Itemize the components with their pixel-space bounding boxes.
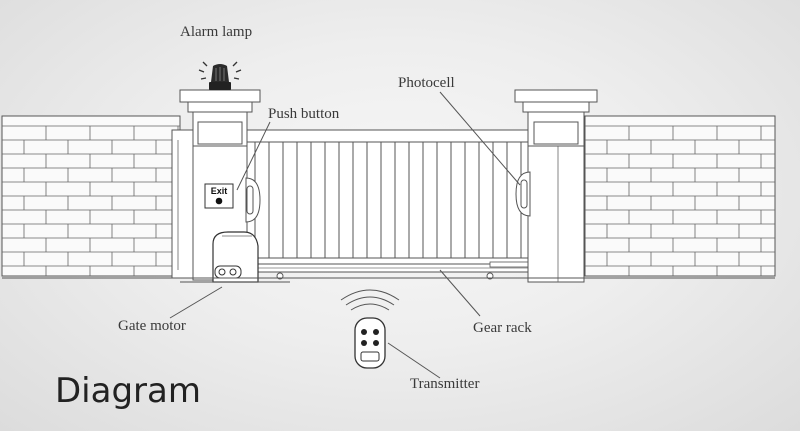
label-push-button: Push button (268, 106, 340, 122)
label-gear-rack: Gear rack (473, 320, 532, 336)
photocell-right (515, 171, 531, 217)
push-button-exit: Exit (204, 183, 234, 209)
left-brick-wall (1, 115, 181, 277)
photocell-left (245, 177, 261, 223)
exit-text: Exit (211, 186, 228, 196)
label-photocell: Photocell (398, 75, 455, 91)
sliding-gate (239, 129, 536, 265)
leader-lines (169, 91, 521, 379)
gear-rack (254, 261, 536, 280)
right-pillar (514, 89, 598, 283)
alarm-lamp (198, 61, 242, 90)
gate-motor (180, 231, 290, 283)
label-gate-motor: Gate motor (118, 318, 186, 334)
right-brick-wall (584, 115, 776, 277)
diagram-title: Diagram (55, 371, 201, 411)
label-transmitter: Transmitter (410, 376, 479, 392)
label-alarm-lamp: Alarm lamp (180, 24, 252, 40)
transmitter (340, 289, 400, 369)
